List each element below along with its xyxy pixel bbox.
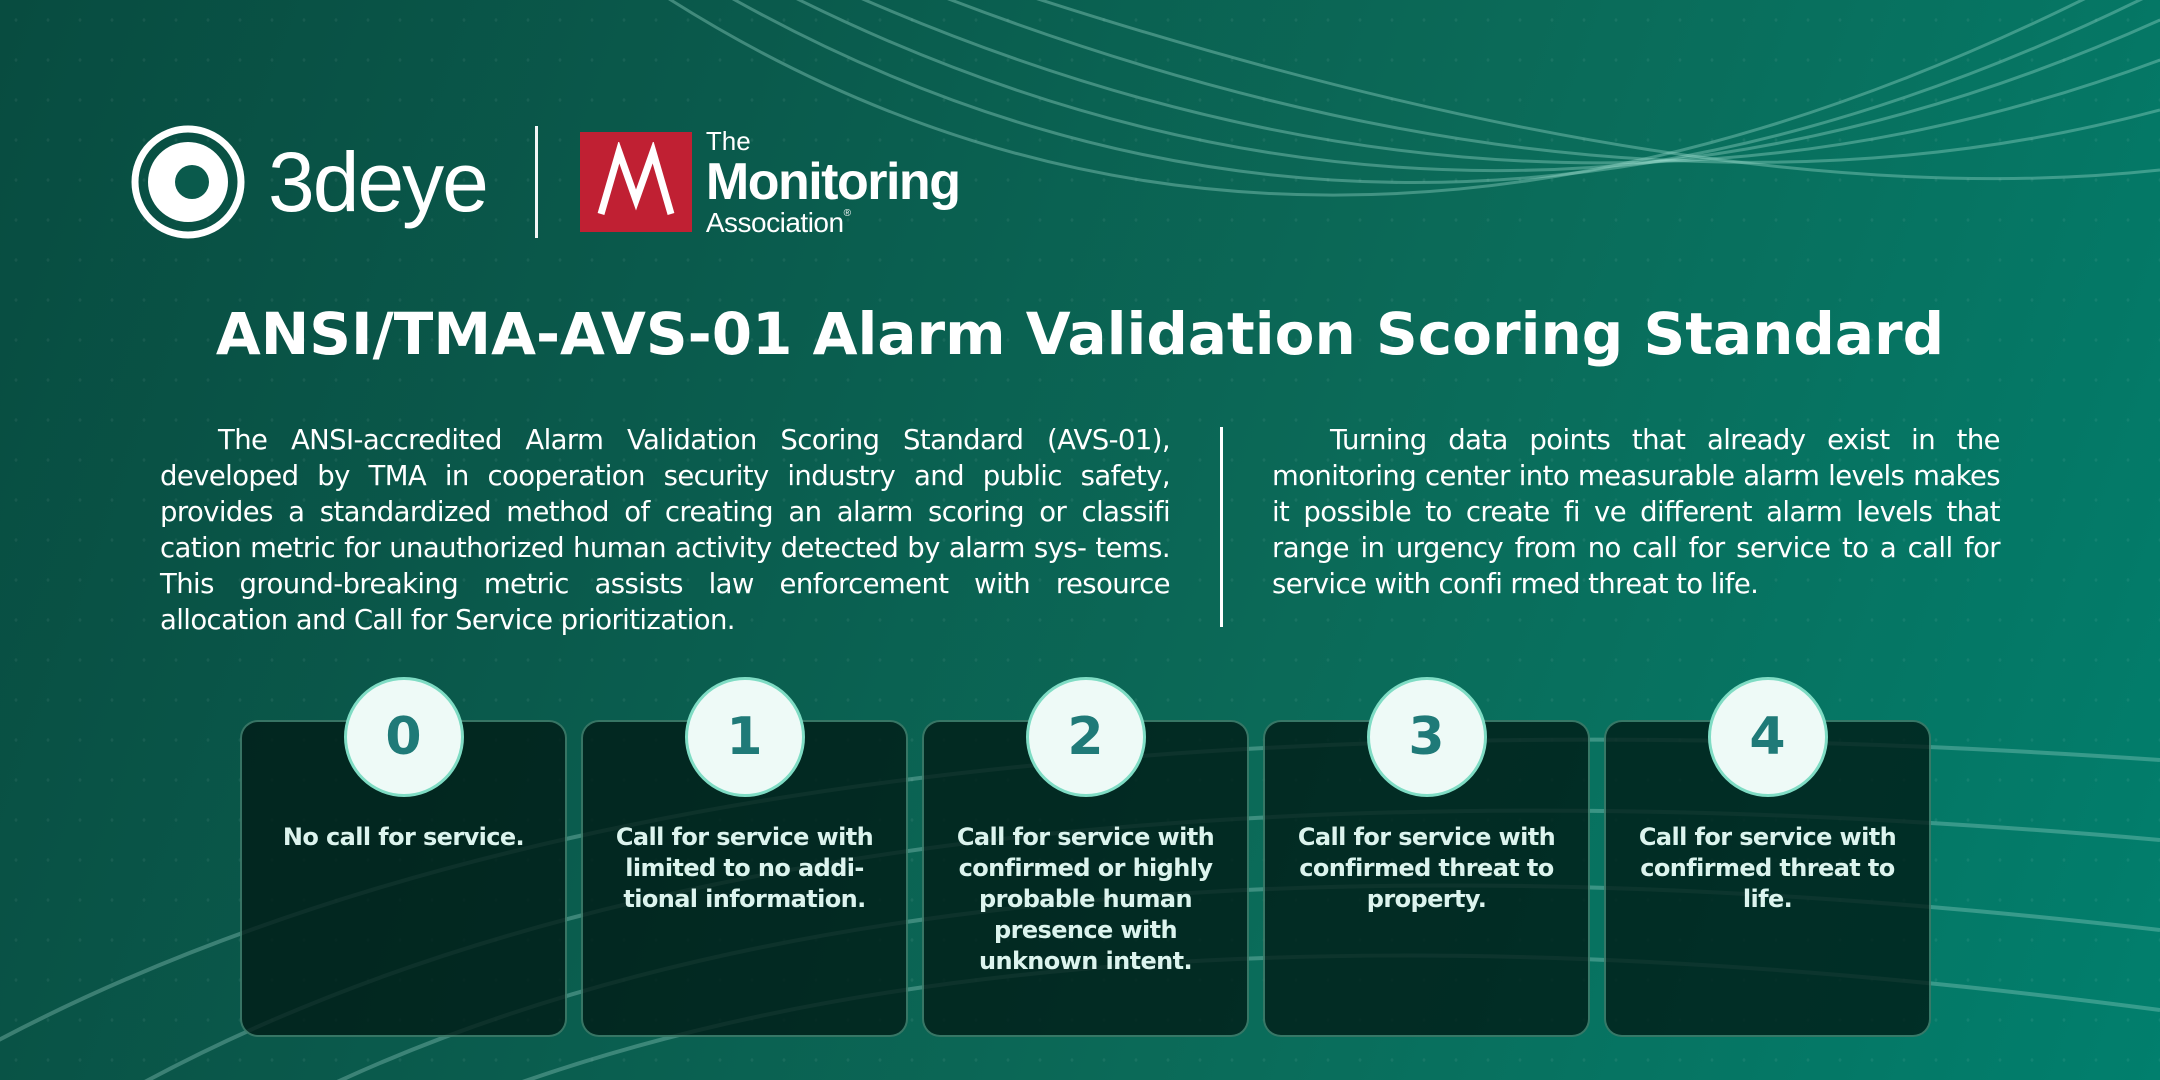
level-card-0: 0 No call for service. bbox=[240, 677, 567, 1037]
logo-divider bbox=[534, 126, 538, 238]
level-badge: 4 bbox=[1707, 677, 1828, 797]
level-badge: 1 bbox=[684, 677, 805, 797]
level-description: Call for service with confirmed or highl… bbox=[956, 823, 1215, 975]
logo-the-monitoring-association: The Monitoring Association® bbox=[579, 125, 961, 238]
level-card-1: 1 Call for service with limited to no ad… bbox=[581, 677, 908, 1037]
paragraph-divider bbox=[1220, 427, 1223, 627]
level-card-3: 3 Call for service with confirmed threat… bbox=[1263, 677, 1590, 1037]
tma-the: The bbox=[705, 125, 751, 156]
level-badge: 3 bbox=[1366, 677, 1487, 797]
intro-paragraph-right: Turning data points that already exist i… bbox=[1272, 424, 2001, 600]
level-description: Call for service with confirmed threat t… bbox=[1638, 823, 1897, 913]
tma-wordmark: The Monitoring Association® bbox=[705, 125, 961, 238]
logo-3deye: 3deye bbox=[130, 124, 489, 240]
intro-paragraph-left: The ANSI-accredited Alarm Validation Sco… bbox=[160, 424, 1171, 636]
logo-bar: 3deye The Monitoring Association® bbox=[130, 123, 961, 241]
level-badge: 2 bbox=[1025, 677, 1146, 797]
tma-association: Association® bbox=[705, 206, 960, 238]
registered-mark: ® bbox=[843, 207, 851, 219]
level-description: No call for service. bbox=[282, 823, 525, 851]
level-badge: 0 bbox=[343, 677, 464, 797]
logo-3deye-wordmark: 3deye bbox=[268, 135, 489, 229]
level-card-4: 4 Call for service with confirmed threat… bbox=[1604, 677, 1931, 1037]
level-description: Call for service with confirmed threat t… bbox=[1297, 823, 1556, 913]
tma-association-text: Association bbox=[705, 206, 844, 238]
tma-m-icon bbox=[579, 132, 692, 232]
3deye-eye-icon bbox=[131, 125, 245, 239]
level-card-2: 2 Call for service with confirmed or hig… bbox=[922, 677, 1249, 1037]
page-title: ANSI/TMA-AVS-01 Alarm Validation Scoring… bbox=[215, 300, 1945, 368]
level-description: Call for service with limited to no addi… bbox=[615, 823, 874, 913]
tma-monitoring: Monitoring bbox=[705, 152, 961, 211]
